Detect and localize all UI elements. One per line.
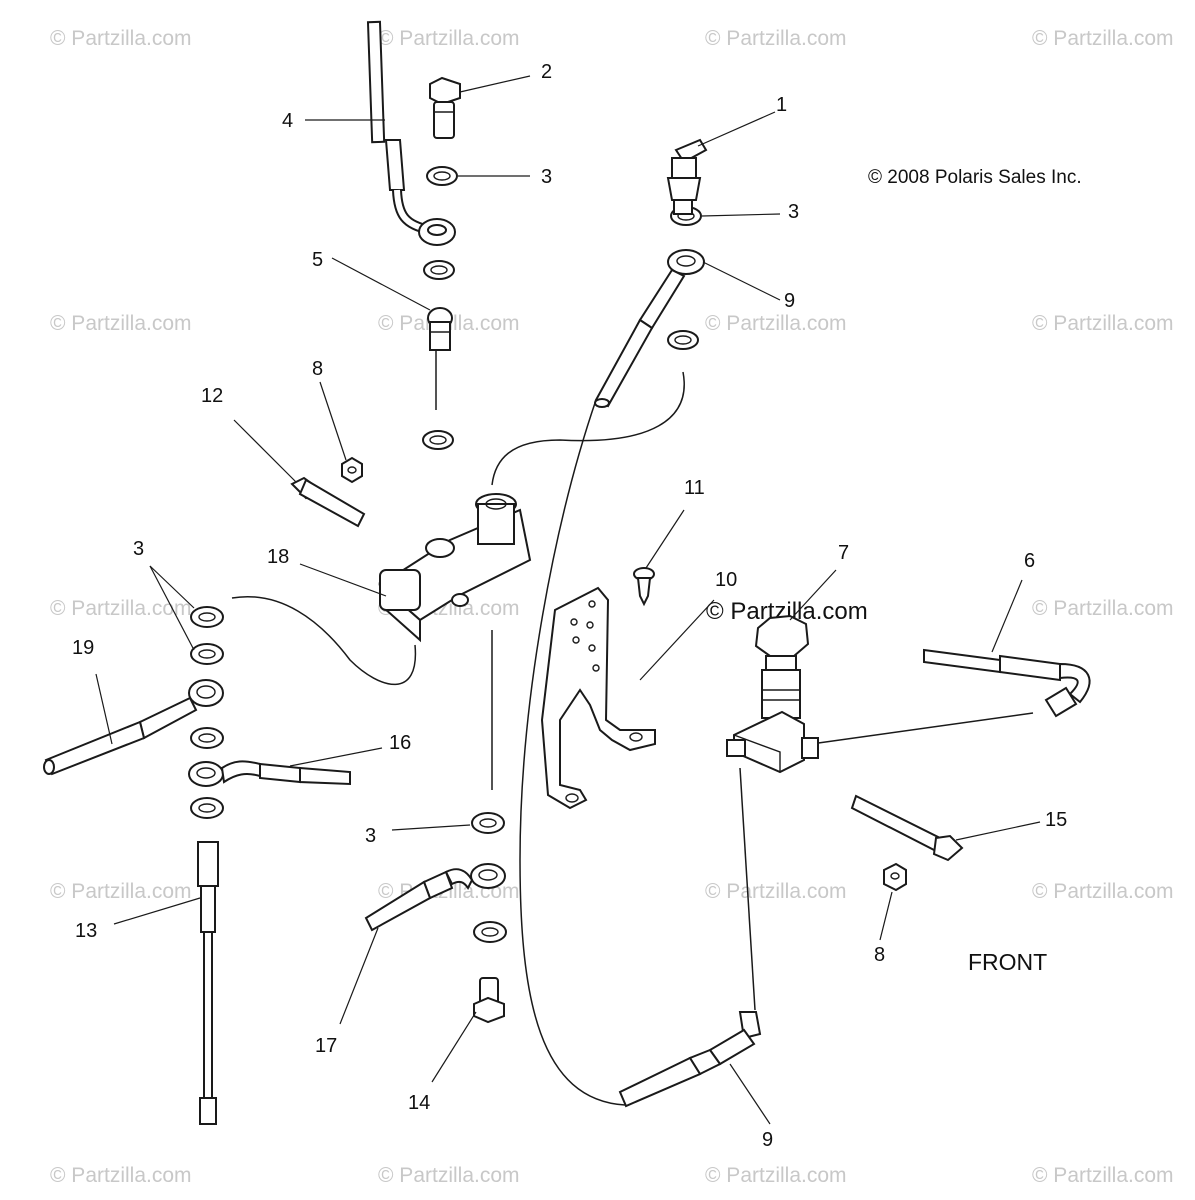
part-3-washers: [190, 166, 702, 943]
leader-lines: [95, 75, 1041, 1125]
watermark: © Partzilla.com: [378, 1164, 520, 1187]
part-19-hose: [43, 679, 224, 776]
watermarks: © Partzilla.com © Partzilla.com © Partzi…: [50, 27, 1174, 1187]
part-10-bracket: [540, 586, 656, 810]
callout-6: 6: [1024, 550, 1035, 572]
watermark: © Partzilla.com: [1032, 1164, 1174, 1187]
watermark: © Partzilla.com: [1032, 312, 1174, 335]
part-12-bolt: [290, 476, 366, 528]
part-9-lower-hose: [618, 1011, 762, 1108]
watermark: © Partzilla.com: [1032, 880, 1174, 903]
watermark: © Partzilla.com: [378, 27, 520, 50]
callouts: 1 2 3 3 3 3 4 5 6 7 8 8 9 9 10 11 12 13 …: [72, 61, 1067, 1151]
callout-3: 3: [133, 538, 144, 560]
callout-9: 9: [784, 290, 795, 312]
callout-14: 14: [408, 1092, 430, 1114]
front-label: FRONT: [968, 949, 1047, 975]
callout-19: 19: [72, 637, 94, 659]
part-9-upper-hose: [594, 249, 705, 408]
callout-5: 5: [312, 249, 323, 271]
part-7-proportioning-valve: [726, 614, 819, 774]
watermark: © Partzilla.com: [50, 27, 192, 50]
part-15-bolt: [850, 794, 964, 862]
callout-13: 13: [75, 920, 97, 942]
callout-3: 3: [541, 166, 552, 188]
callout-11: 11: [684, 477, 705, 499]
part-8-nut-upper: [341, 456, 363, 484]
callout-10: 10: [715, 569, 737, 591]
callout-2: 2: [541, 61, 552, 83]
copyright-text: © 2008 Polaris Sales Inc.: [868, 167, 1082, 188]
watermark: © Partzilla.com: [705, 880, 847, 903]
part-4-brake-hose: [366, 20, 456, 246]
callout-9: 9: [762, 1129, 773, 1151]
callout-18: 18: [267, 546, 289, 568]
callout-7: 7: [838, 542, 849, 564]
part-18-distribution-block: [378, 493, 532, 643]
watermark: © Partzilla.com: [50, 1164, 192, 1187]
watermark: © Partzilla.com: [50, 597, 192, 620]
part-5-fitting: [427, 307, 453, 351]
part-13-hose: [197, 841, 219, 1125]
callout-8: 8: [874, 944, 885, 966]
callout-15: 15: [1045, 809, 1067, 831]
watermark: © Partzilla.com: [50, 312, 192, 335]
watermark: © Partzilla.com: [705, 1164, 847, 1187]
watermark: © Partzilla.com: [1032, 597, 1174, 620]
watermark: © Partzilla.com: [1032, 27, 1174, 50]
part-6-brake-tube: [923, 648, 1091, 718]
part-17-hose: [364, 863, 506, 932]
callout-3: 3: [788, 201, 799, 223]
watermark: © Partzilla.com: [705, 27, 847, 50]
part-1-pressure-switch: [666, 138, 708, 215]
callout-8: 8: [312, 358, 323, 380]
callout-4: 4: [282, 110, 293, 132]
callout-3: 3: [365, 825, 376, 847]
part-2-banjo-bolt: [429, 76, 461, 139]
part-11-screw: [633, 567, 655, 607]
callout-16: 16: [389, 732, 411, 754]
watermark: © Partzilla.com: [705, 312, 847, 335]
callout-1: 1: [776, 94, 787, 116]
callout-12: 12: [201, 385, 223, 407]
part-8-nut-lower: [883, 862, 907, 892]
part-16-hose: [188, 760, 351, 787]
part-14-banjo-bolt: [473, 977, 505, 1024]
watermark: © Partzilla.com: [50, 880, 192, 903]
callout-17: 17: [315, 1035, 337, 1057]
brake-lines: [231, 348, 1034, 1106]
